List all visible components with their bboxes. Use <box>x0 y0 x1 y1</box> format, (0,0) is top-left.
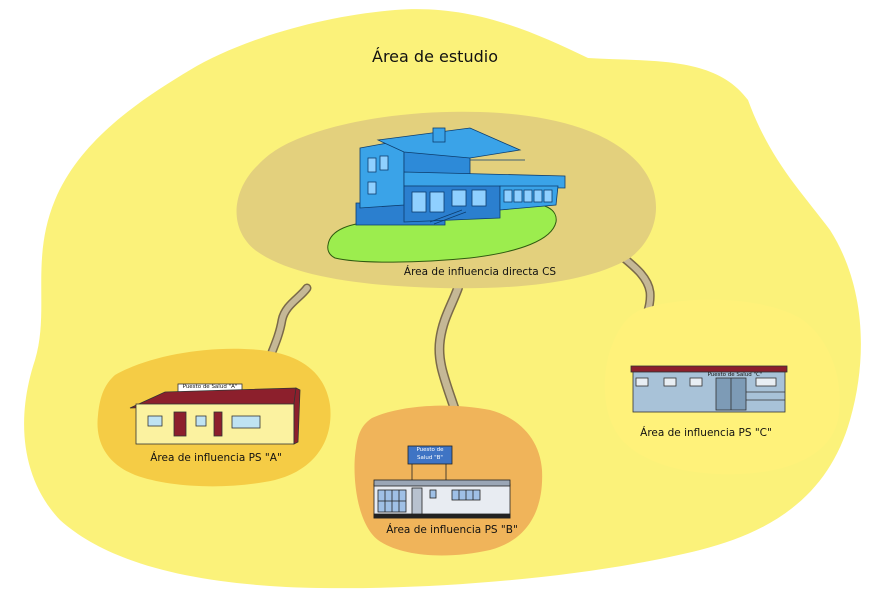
ps-a-sign-text: Puesto de Salud "A" <box>182 384 238 390</box>
ps-b-sign-line2: Salud "B" <box>417 455 443 461</box>
ps-a-area-label: Área de influencia PS "A" <box>150 452 282 464</box>
ps-b-area-label: Área de influencia PS "B" <box>386 524 518 536</box>
ps-c-sign-text: Puesto de Salud "C" <box>707 372 763 378</box>
cs-area-label: Área de influencia directa CS <box>403 266 557 278</box>
ps-b-building <box>373 445 511 519</box>
diagram-title: Área de estudio <box>372 47 498 66</box>
ps-c-building <box>630 365 788 413</box>
health-center-building <box>355 127 566 226</box>
ps-b-sign-line1: Puesto de <box>416 447 444 453</box>
ps-a-building <box>129 383 301 445</box>
path-to-ps-a-fill <box>269 285 310 355</box>
path-to-ps-b-fill <box>435 284 462 414</box>
ps-c-area-label: Área de influencia PS "C" <box>640 427 772 439</box>
